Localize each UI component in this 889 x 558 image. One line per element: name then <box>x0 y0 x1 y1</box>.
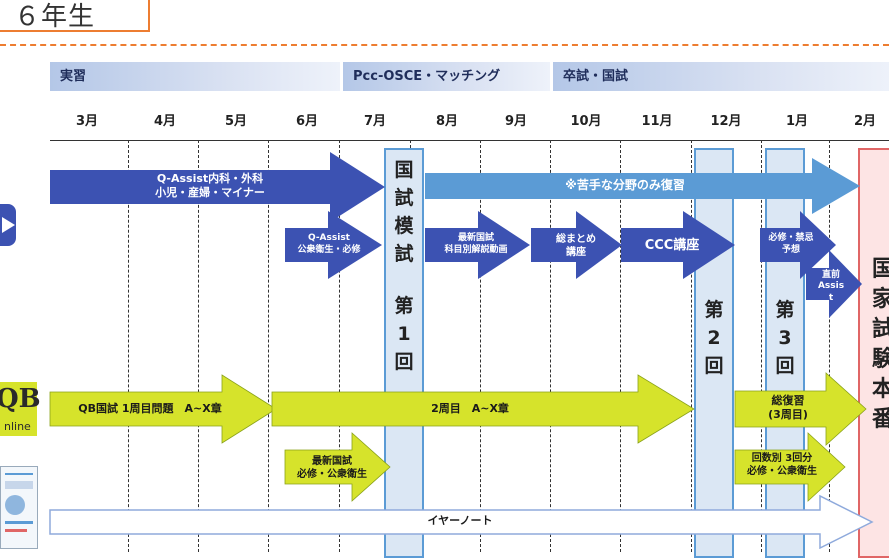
month-label: 9月 <box>504 114 528 129</box>
qb-online-logo <box>0 382 37 436</box>
latest-exam-video-label: 最新国試 科目別解説動画 <box>444 233 508 255</box>
month-divider <box>761 140 762 552</box>
phase-graduation-exam: 卒試・国試 <box>553 62 889 91</box>
final-assist-label: 直前 Assis t <box>817 270 845 303</box>
year-note-arrow <box>49 494 874 549</box>
divider <box>0 44 889 46</box>
qb-first-round-label: QB国試 1周目問題 A~X章 <box>78 402 222 415</box>
qb-logo-text: QB <box>0 384 41 414</box>
mock-exam-3-column <box>765 148 805 558</box>
month-divider <box>691 140 692 552</box>
mock-exam-1-column <box>384 148 424 558</box>
month-label: 1月 <box>785 114 809 129</box>
qb-logo-subtext: nline <box>4 420 31 433</box>
qassist-public-arrow <box>285 211 382 279</box>
qb-second-round-arrow <box>271 374 695 444</box>
play-triangle-icon <box>2 217 15 233</box>
required-forecast-label: 必修・禁忌 予想 <box>768 233 814 255</box>
summary-course-arrow <box>531 211 622 279</box>
month-divider <box>480 140 481 552</box>
month-divider <box>829 140 830 552</box>
weak-review-arrow <box>425 158 860 214</box>
qb-second-round-label: 2周目 A~X章 <box>431 402 509 415</box>
latest-exam-video-arrow <box>425 211 530 279</box>
weak-review-label: ※苦手な分野のみ復習 <box>565 178 685 192</box>
by-session-arrow <box>734 432 846 502</box>
page-title: ６年生 <box>14 2 96 32</box>
ccc-course-label: CCC講座 <box>644 238 700 253</box>
phase-jisshu: 実習 <box>50 62 340 91</box>
month-label: 12月 <box>710 114 742 129</box>
month-divider <box>268 140 269 552</box>
final-exam-column <box>858 148 889 558</box>
final-exam-label: 国 家 試 験 本 番 <box>871 257 889 432</box>
month-divider <box>550 140 551 552</box>
month-label: 5月 <box>224 114 248 129</box>
latest-public-label: 最新国試 必修・公衆衛生 <box>297 456 367 480</box>
year-note-book-cover <box>0 466 38 549</box>
by-session-label: 回数別 3回分 必修・公衆衛生 <box>747 453 817 477</box>
month-divider <box>198 140 199 552</box>
month-divider <box>620 140 621 552</box>
mock-exam-2-column <box>694 148 734 558</box>
qb-first-round-arrow <box>49 374 277 444</box>
month-label: 6月 <box>295 114 319 129</box>
month-divider <box>128 140 129 552</box>
qassist-main-arrow <box>50 152 385 222</box>
phase-pcc-osce: Pcc-OSCE・マッチング <box>343 62 550 91</box>
month-label: 10月 <box>570 114 602 129</box>
mock-exam-3-label: 第 3 回 <box>775 299 795 377</box>
month-divider <box>339 140 340 552</box>
timeline-baseline <box>50 140 889 141</box>
summary-course-label: 総まとめ 講座 <box>556 234 596 258</box>
month-label: 2月 <box>853 114 877 129</box>
title-box <box>0 0 150 32</box>
mock-exam-2-label: 第 2 回 <box>704 299 724 377</box>
latest-public-arrow <box>284 432 391 502</box>
qb-review-arrow <box>734 372 867 446</box>
year-note-label: イヤーノート <box>427 514 493 527</box>
month-label: 7月 <box>363 114 387 129</box>
qb-review-label: 総復習 (3周目) <box>768 394 808 422</box>
month-label: 4月 <box>153 114 177 129</box>
month-label: 3月 <box>75 114 99 129</box>
month-label: 8月 <box>435 114 459 129</box>
mock-exam-1-label: 国 試 模 試 第 1 回 <box>394 159 414 373</box>
final-assist-arrow <box>806 250 862 318</box>
required-forecast-arrow <box>760 211 836 279</box>
qassist-public-label: Q-Assist 公衆衛生・必修 <box>297 233 361 255</box>
ccc-course-arrow <box>621 211 735 279</box>
month-label: 11月 <box>641 114 673 129</box>
qassist-main-label: Q-Assist内科・外科 小児・産婦・マイナー <box>155 172 265 200</box>
